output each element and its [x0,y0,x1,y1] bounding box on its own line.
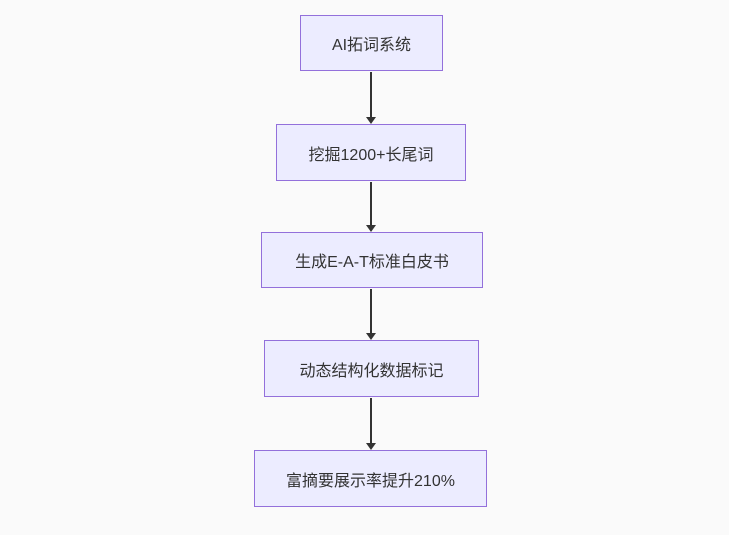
arrow-down-connector [370,72,372,117]
flow-node-longtail-mining: 挖掘1200+长尾词 [276,124,466,181]
flow-node-label: 富摘要展示率提升210% [286,472,455,490]
flow-node-ai-keyword-system: AI拓词系统 [300,15,443,71]
flow-node-label: AI拓词系统 [331,37,412,54]
flow-node-label: 挖掘1200+长尾词 [308,146,434,164]
flow-node-structured-data-markup: 动态结构化数据标记 [264,340,479,397]
arrow-down-connector [370,289,372,333]
flow-node-eat-whitepaper: 生成E-A-T标准白皮书 [261,232,483,288]
flow-node-label: 动态结构化数据标记 [299,362,444,380]
arrow-down-connector [370,182,372,225]
flow-node-rich-snippet-result: 富摘要展示率提升210% [254,450,487,507]
arrow-down-connector [370,398,372,443]
flow-node-label: 生成E-A-T标准白皮书 [295,254,449,271]
